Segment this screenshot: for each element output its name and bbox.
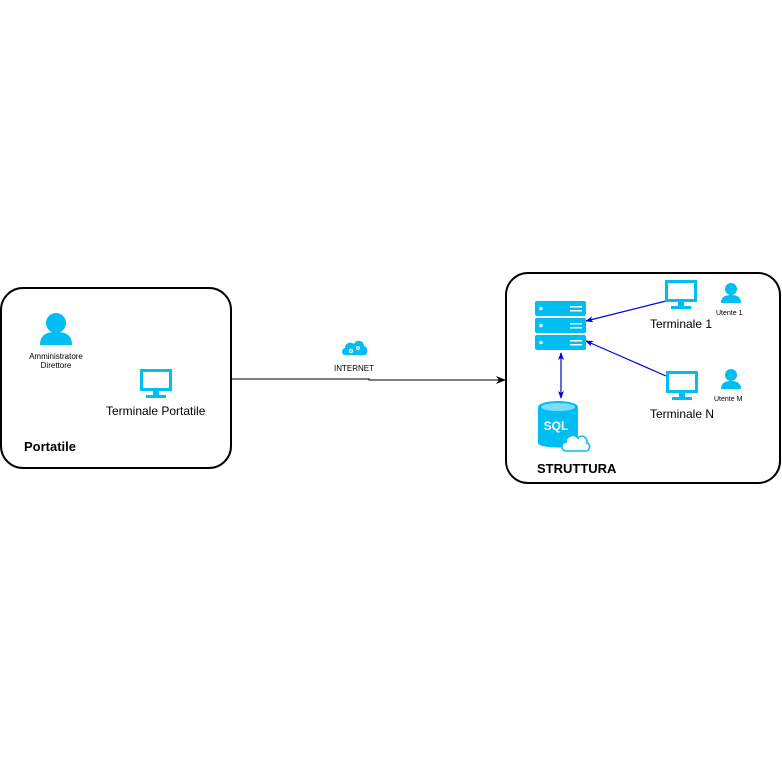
internet-label: INTERNET [334, 364, 374, 373]
utente-1-label: Utente 1 [716, 310, 743, 317]
user-icon [721, 283, 741, 303]
portatile-title: Portatile [24, 439, 77, 454]
admin-label-line-1: Amministratore [29, 352, 83, 361]
monitor-icon [666, 371, 698, 400]
terminal-n-to-server-arrow [585, 340, 667, 377]
cloud-gear-icon [342, 340, 368, 355]
admin-label-line-2: Direttore [40, 361, 72, 371]
admin-user-label: Amministratore Direttore [18, 352, 94, 370]
user-icon [721, 369, 741, 389]
internet-connection-arrow [231, 376, 506, 384]
struttura-title: STRUTTURA [537, 461, 617, 476]
svg-text:SQL: SQL [544, 419, 569, 433]
monitor-icon [665, 280, 697, 309]
sql-database-icon: SQL [538, 401, 591, 452]
utente-m-label: Utente M [714, 396, 743, 403]
terminal-1-to-server-arrow [585, 300, 667, 323]
monitor-icon [140, 369, 172, 398]
terminale-1-label: Terminale 1 [650, 317, 713, 331]
terminale-n-label: Terminale N [650, 407, 715, 421]
user-icon [40, 313, 72, 345]
terminale-portatile-label: Terminale Portatile [106, 404, 206, 418]
server-icon [535, 301, 586, 350]
